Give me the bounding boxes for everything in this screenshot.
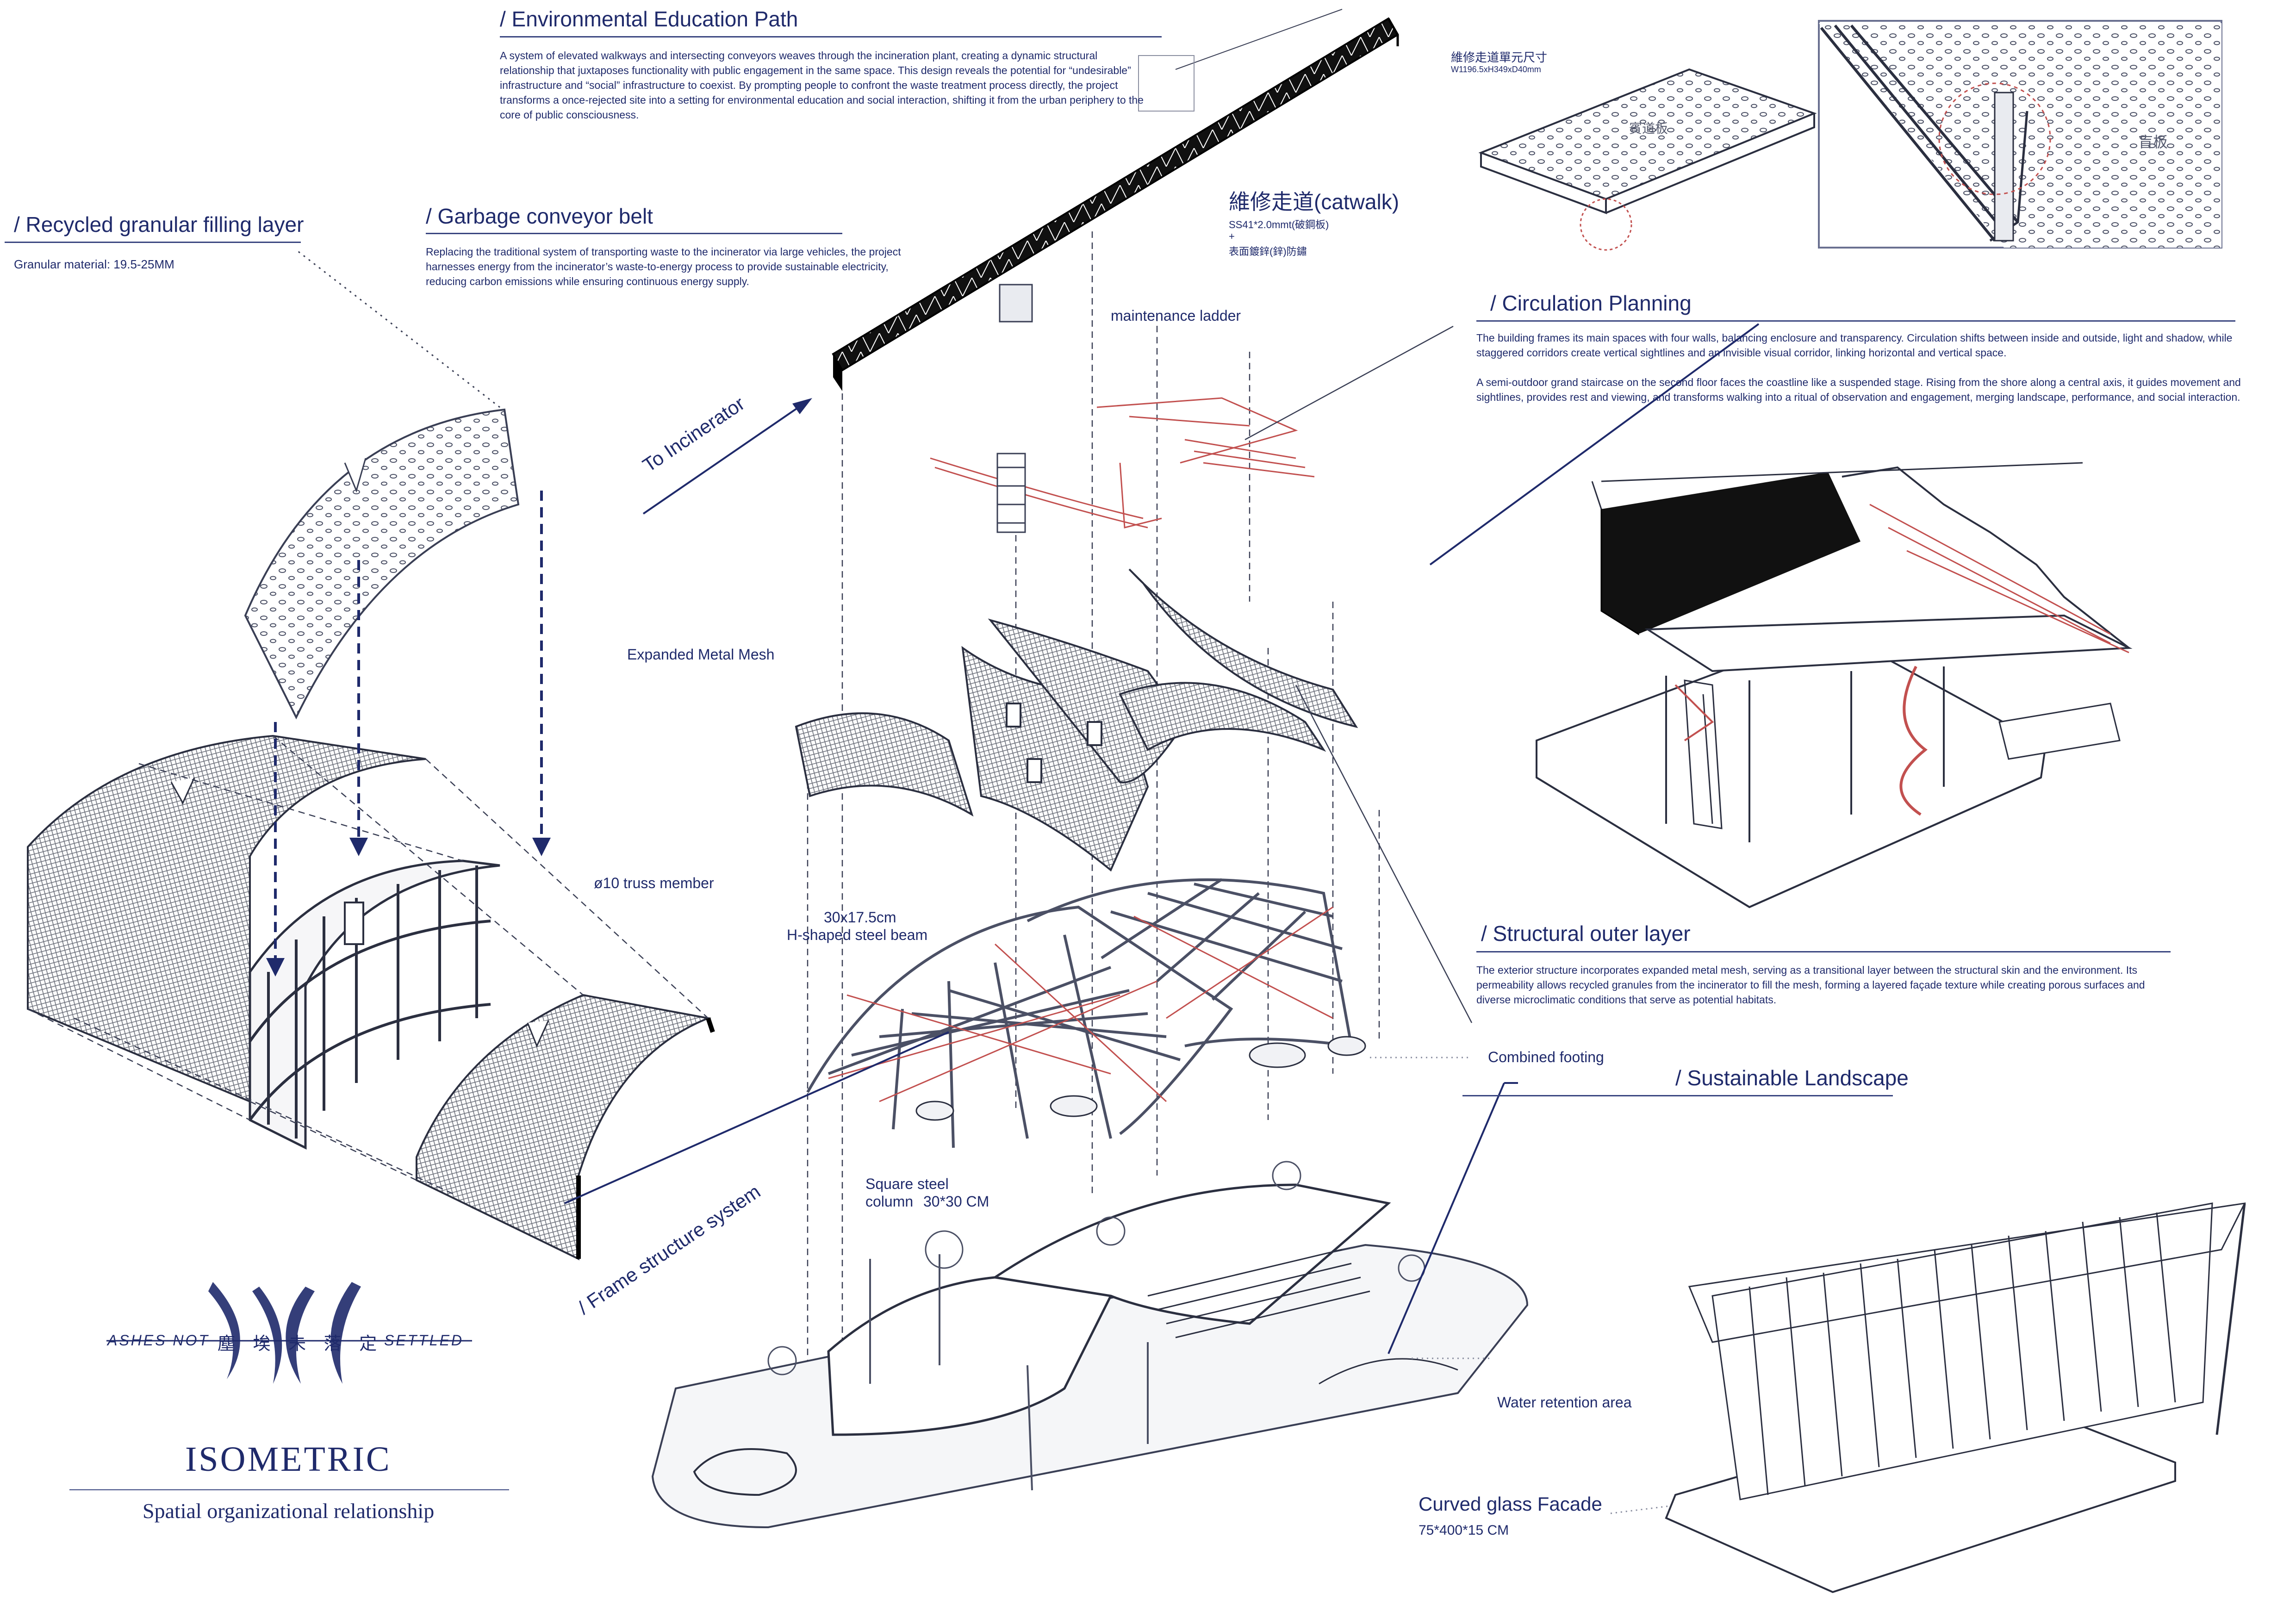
glass-facade-label: Curved glass Facade [1419, 1493, 1602, 1515]
panel-label: 賓道板 [1629, 121, 1668, 136]
circulation-perspective-drawing [1536, 462, 2133, 908]
conveyor-heading: / Garbage conveyor belt [426, 204, 653, 228]
granular-leader-line [296, 249, 500, 408]
combined-footing-label: Combined footing [1488, 1049, 1604, 1065]
env-path-heading: / Environmental Education Path [500, 7, 798, 31]
circulation-body-1: The building frames its main spaces with… [1476, 332, 2233, 359]
blind-panel-label: 盲板 [2138, 134, 2168, 150]
isometric-subtitle: Spatial organizational relationship [143, 1499, 435, 1523]
isometric-rule [69, 1489, 509, 1490]
to-incinerator-arrow [642, 398, 812, 515]
column-label-3: 30*30 CM [923, 1193, 989, 1210]
arch-frame-structure [249, 859, 500, 1150]
logo-right-text: SETTLED [384, 1332, 464, 1349]
frame-bracing-red [828, 906, 1333, 1102]
truss-member-label: ø10 truss member [594, 875, 714, 891]
site-plan-drawing [651, 1161, 1529, 1529]
env-path-rule [500, 36, 1162, 37]
circulation-heading: / Circulation Planning [1490, 291, 1692, 315]
outer-layer-heading: / Structural outer layer [1481, 921, 1691, 946]
catwalk-joint-detail-drawing [1818, 20, 2222, 249]
unit-dims: W1196.5xH349xD40mm [1451, 65, 1541, 74]
catwalk-spec2: 表面鍍鋅(鋅)防鏽 [1229, 246, 1307, 257]
catwalk-spec1: SS41*2.0mmt(破鋼板) [1229, 219, 1329, 230]
outer-layer-body: The exterior structure incorporates expa… [1476, 964, 2145, 1006]
granular-filling-layer-drawing [244, 408, 520, 720]
catwalk-plus: + [1229, 230, 1235, 242]
leader-lines [1244, 323, 1760, 1354]
circulation-layer-drawing [930, 397, 1315, 529]
logo-left-text: ASHES NOT [107, 1332, 210, 1349]
circulation-elevator-core [996, 453, 1026, 533]
logo-mark [208, 1282, 361, 1384]
glass-facade-size: 75*400*15 CM [1419, 1523, 1509, 1538]
logo-chinese-text: 塵 埃 未 落 定 [218, 1334, 384, 1354]
dotted-leader-lines [1370, 1057, 1759, 1514]
curved-glass-facade-drawing [1665, 1202, 2246, 1593]
granular-sub: Granular material: 19.5-25MM [14, 257, 174, 271]
column-label-2: column [865, 1193, 914, 1210]
granular-rule [5, 242, 301, 243]
arch-outer-mesh-right [416, 994, 715, 1261]
maintenance-ladder-label: maintenance ladder [1111, 307, 1241, 324]
conveyor-body: Replacing the traditional system of tran… [426, 246, 901, 287]
catwalk-unit-panel-drawing [1478, 68, 1817, 251]
beam-type-label: H-shaped steel beam [787, 927, 928, 943]
outer-layer-rule [1476, 951, 2171, 952]
expanded-mesh-label: Expanded Metal Mesh [627, 646, 775, 663]
combined-footing-drawing [915, 1036, 1366, 1121]
circulation-rule [1476, 320, 2235, 322]
circulation-body-2: A semi-outdoor grand staircase on the se… [1476, 376, 2241, 403]
granular-heading: / Recycled granular filling layer [14, 212, 304, 236]
unit-title: 維修走道單元尺寸 [1451, 50, 1548, 64]
arch-assembly-guide-lines [27, 735, 709, 1195]
landscape-rule [1462, 1095, 1893, 1096]
frame-structure-leader [564, 1031, 949, 1204]
beam-size-label: 30x17.5cm [824, 909, 896, 926]
frame-structure-drawing [806, 878, 1353, 1148]
isometric-title: ISOMETRIC [185, 1440, 392, 1479]
conveyor-rule [426, 233, 842, 234]
arch-outer-mesh-left [27, 734, 426, 1103]
catwalk-title: 維修走道(catwalk) [1229, 190, 1400, 214]
water-retention-label: Water retention area [1497, 1394, 1632, 1411]
expanded-metal-mesh-panels [795, 568, 1358, 872]
env-path-body: A system of elevated walkways and inters… [500, 50, 1144, 121]
column-label-1: Square steel [865, 1176, 949, 1192]
catwalk-truss-drawing [832, 9, 1399, 391]
assembly-arrows [266, 491, 551, 977]
landscape-heading: / Sustainable Landscape [1675, 1066, 1909, 1090]
